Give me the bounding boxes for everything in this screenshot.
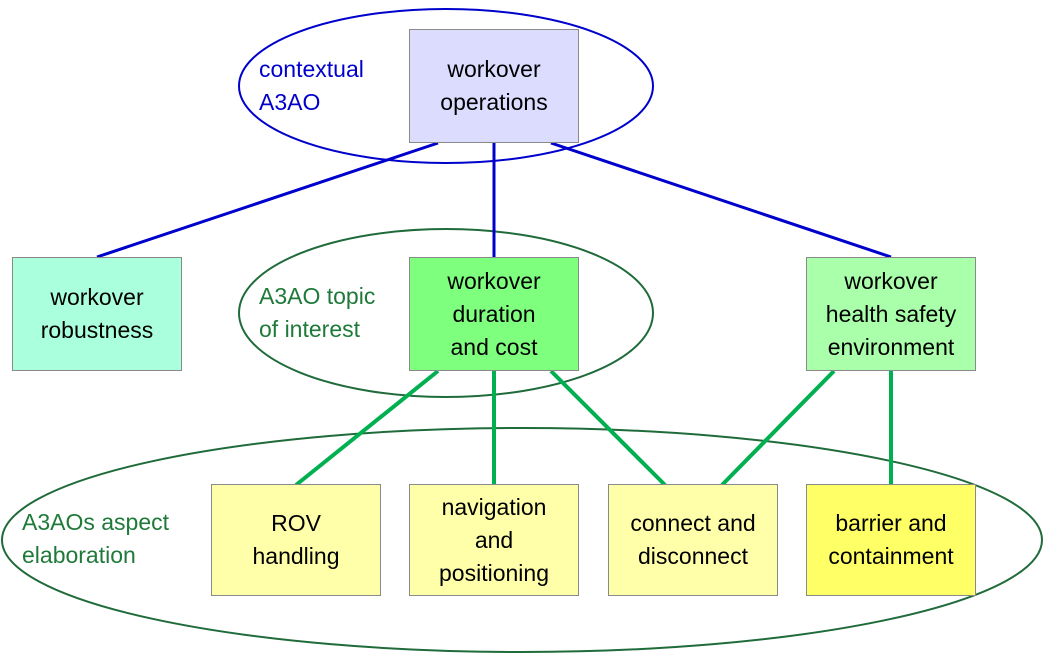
workover-operations-box: workover operations: [409, 29, 579, 143]
aspect-ellipse: [1, 427, 1043, 653]
contextual-label: contextual A3AO: [259, 56, 364, 115]
topic-ellipse: [238, 228, 654, 398]
line-hse-connect: [720, 369, 836, 487]
workover-robustness-box: workover robustness: [12, 257, 182, 371]
workover-hse-box: workover health safety environment: [806, 257, 976, 371]
connect-disconnect-box: connect and disconnect: [608, 484, 778, 596]
aspect-label: A3AOs aspect elaboration: [22, 509, 170, 568]
rov-handling-box: ROV handling: [211, 484, 381, 596]
workover-duration-box: workover duration and cost: [409, 257, 579, 371]
contextual-ellipse: [238, 8, 654, 164]
line-duration-connect: [549, 369, 667, 487]
line-duration-rov: [294, 369, 440, 487]
line-operations-hse: [550, 141, 892, 259]
navigation-positioning-box: navigation and positioning: [409, 484, 579, 596]
barrier-containment-box: barrier and containment: [806, 484, 976, 596]
topic-label: A3AO topic of interest: [259, 283, 376, 342]
line-operations-robustness: [96, 141, 439, 259]
